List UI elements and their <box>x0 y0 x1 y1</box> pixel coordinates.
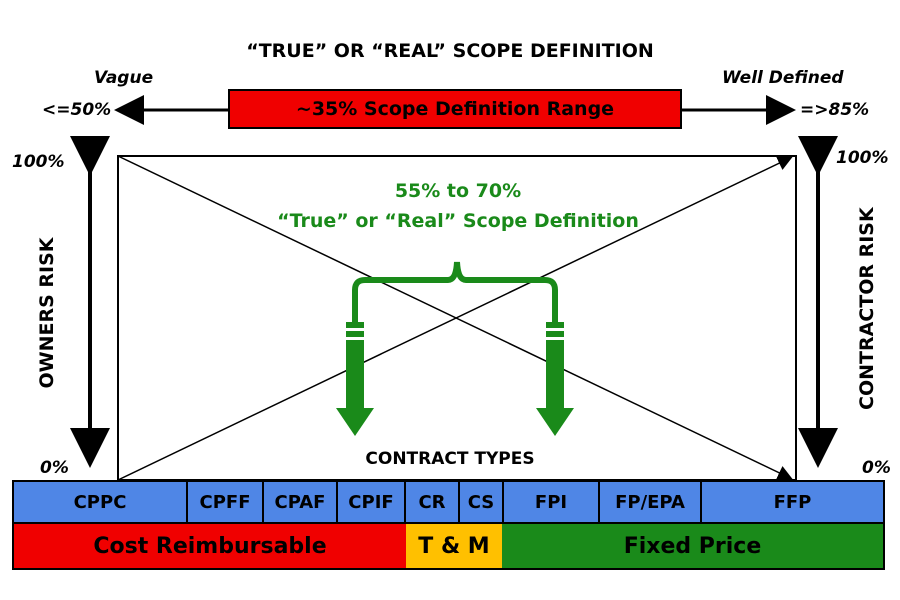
contractor-risk-bottom: 0% <box>862 458 891 478</box>
contract-type-cell: FFP <box>773 491 812 513</box>
green-brace <box>352 261 558 322</box>
well-defined-label: Well Defined <box>722 68 844 88</box>
contract-types-title: CONTRACT TYPES <box>365 449 535 469</box>
owners-risk-top: 100% <box>12 152 65 172</box>
contract-type-cell: FP/EPA <box>600 482 702 522</box>
contractor-risk-diagonal <box>117 156 793 481</box>
vague-label: Vague <box>94 68 154 88</box>
owners-risk-bottom: 0% <box>40 458 69 478</box>
left-percent-label: <=50% <box>42 100 112 120</box>
right-percent-label: =>85% <box>800 100 870 120</box>
category-cost-reimbursable: Cost Reimbursable <box>14 524 406 568</box>
contract-type-cell: CS <box>460 482 504 522</box>
category-fixed-price: Fixed Price <box>502 524 883 568</box>
contractor-risk-top: 100% <box>836 148 889 168</box>
green-arrow-right <box>536 322 574 436</box>
contract-type-cell: CPAF <box>264 482 338 522</box>
contract-type-cell: CPIF <box>338 482 406 522</box>
contract-type-cell: FPI <box>504 482 600 522</box>
contract-type-cell: CPFF <box>188 482 264 522</box>
contractor-risk-label: CONTRACTOR RISK <box>856 207 878 410</box>
diagram-title: “TRUE” OR “REAL” SCOPE DEFINITION <box>246 40 654 62</box>
category-row: Cost Reimbursable T & M Fixed Price <box>12 522 885 570</box>
scope-range-box: ~35% Scope Definition Range <box>228 89 682 129</box>
green-arrow-left <box>336 322 374 436</box>
owners-risk-diagonal <box>117 155 793 480</box>
contract-type-cell: CPPC <box>14 482 188 522</box>
green-range-label: 55% to 70% <box>394 180 522 202</box>
category-t-and-m: T & M <box>406 524 502 568</box>
contract-types-row: CPPC CPFF CPAF CPIF CR CS FPI FP/EPA FFP <box>12 480 885 524</box>
green-scope-label: “True” or “Real” Scope Definition <box>277 210 639 232</box>
contract-type-cell: CR <box>406 482 460 522</box>
owners-risk-label: OWNERS RISK <box>36 237 58 389</box>
